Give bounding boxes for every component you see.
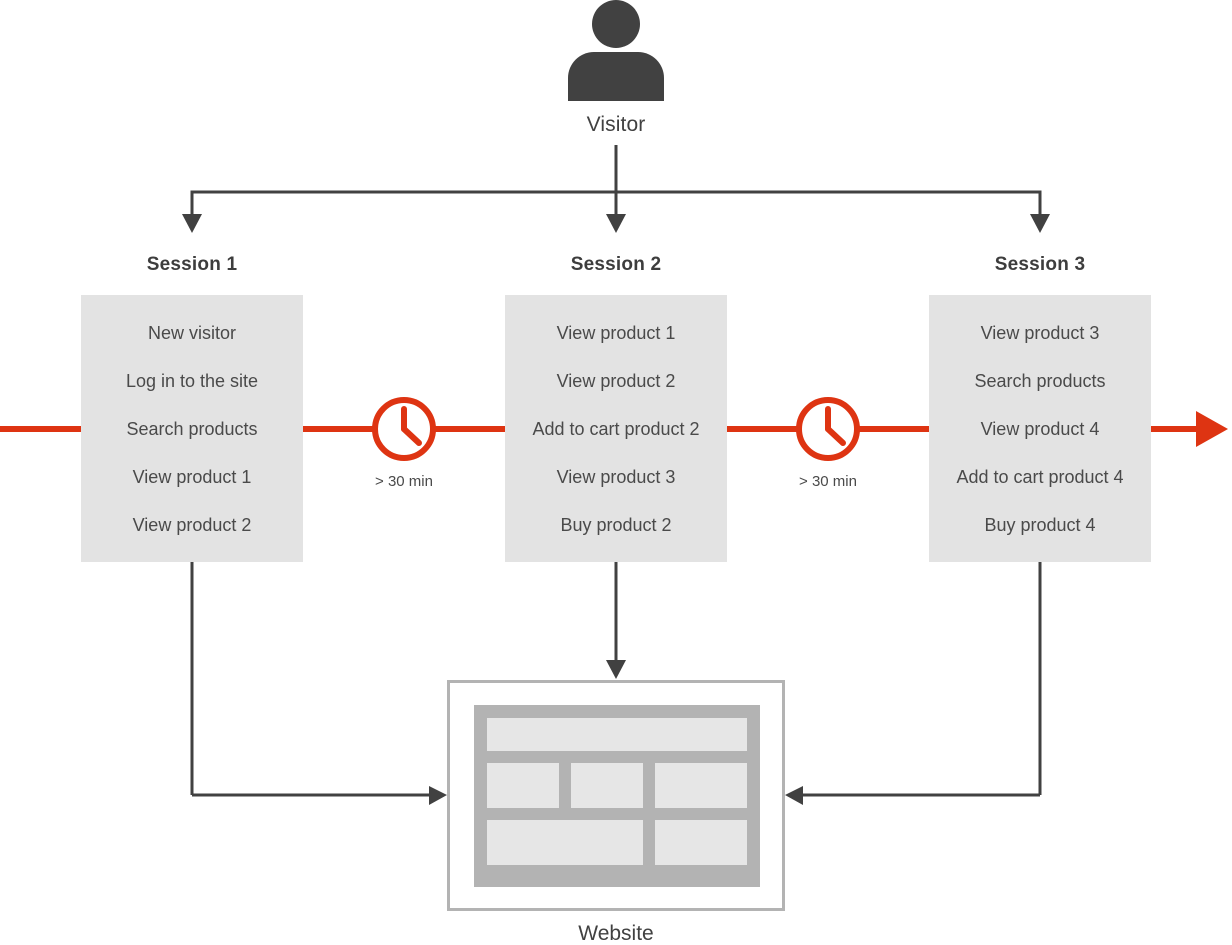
website-block <box>487 820 643 865</box>
session-title-1: Session 1 <box>146 254 238 275</box>
website-header-row <box>487 718 747 751</box>
arrowhead-session-3 <box>1030 214 1050 233</box>
session-step: Buy product 2 <box>560 515 672 535</box>
clock-icon <box>796 397 860 461</box>
timeline-segment-start <box>0 426 81 432</box>
session-box-3: View product 3 Search products View prod… <box>929 295 1151 562</box>
timeout-label: > 30 min <box>799 473 857 490</box>
session-box-2: View product 1 View product 2 Add to car… <box>505 295 727 562</box>
session-step: Add to cart product 4 <box>956 467 1124 487</box>
timeline-segment <box>303 426 374 432</box>
timeout-label: > 30 min <box>375 473 433 490</box>
person-head-shape <box>592 0 640 48</box>
website-block <box>487 718 747 751</box>
timeline-segment <box>434 426 505 432</box>
session-step: View product 1 <box>132 467 252 487</box>
website-block <box>571 763 643 808</box>
person-body-shape <box>568 52 664 101</box>
visitor-label: Visitor <box>586 113 646 136</box>
session-step: Search products <box>126 419 258 439</box>
session-step: View product 3 <box>980 323 1100 343</box>
session-step: Add to cart product 2 <box>532 419 700 439</box>
timeline-arrowhead-icon <box>1196 411 1228 447</box>
session-step: View product 1 <box>556 323 676 343</box>
timeline-segment-end <box>1151 426 1202 432</box>
website-block <box>655 820 747 865</box>
session-step: New visitor <box>147 323 236 343</box>
person-icon <box>568 0 664 101</box>
clock-icon <box>372 397 436 461</box>
session-step: Log in to the site <box>125 371 259 391</box>
timeline-segment <box>858 426 929 432</box>
arrowhead-website-right <box>785 786 803 805</box>
session-title-3: Session 3 <box>994 254 1086 275</box>
website-middle-row <box>487 763 747 808</box>
session-title-2: Session 2 <box>570 254 662 275</box>
arrowhead-session-1 <box>182 214 202 233</box>
session-box-1: New visitor Log in to the site Search pr… <box>81 295 303 562</box>
website-layout-frame <box>474 705 760 887</box>
session-step: Buy product 4 <box>984 515 1096 535</box>
website-bottom-row <box>487 820 747 865</box>
arrowhead-website-left <box>429 786 447 805</box>
session-step: Search products <box>974 371 1106 391</box>
arrowhead-session-2 <box>606 214 626 233</box>
website-label: Website <box>578 922 654 945</box>
timeline-segment <box>727 426 798 432</box>
session-step: View product 2 <box>132 515 252 535</box>
website-icon <box>447 680 785 911</box>
website-block <box>655 763 747 808</box>
session-step: View product 2 <box>556 371 676 391</box>
session-step: View product 4 <box>980 419 1100 439</box>
website-block <box>487 763 559 808</box>
arrowhead-website-center <box>606 660 626 679</box>
session-step: View product 3 <box>556 467 676 487</box>
